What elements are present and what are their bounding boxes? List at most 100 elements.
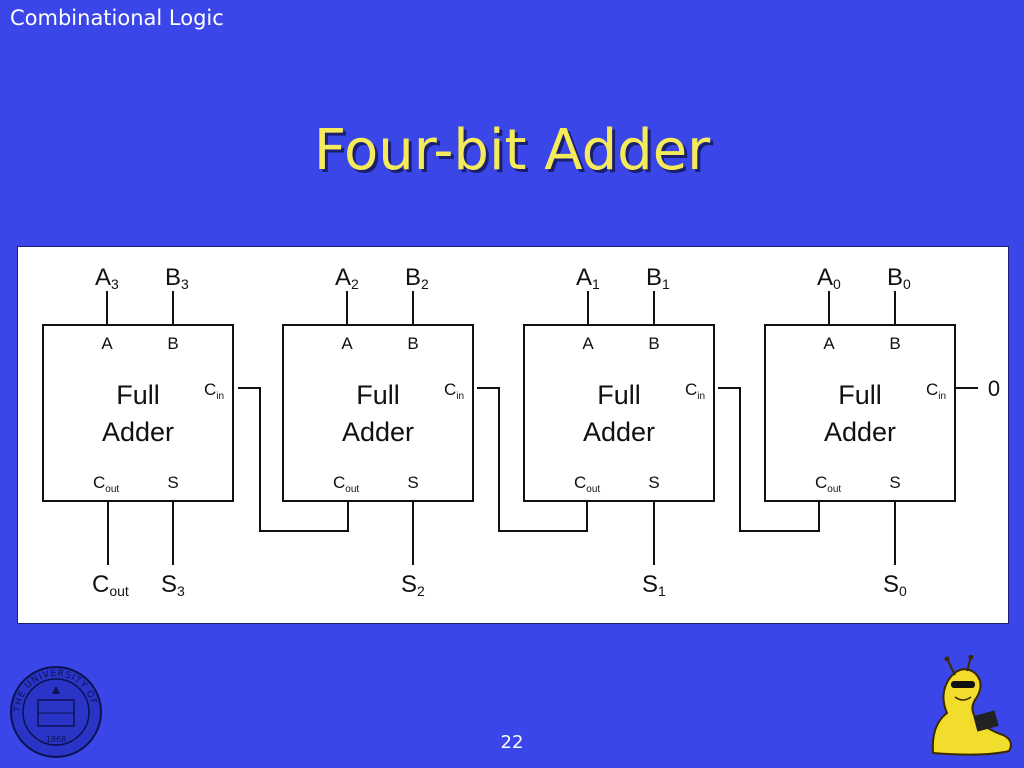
port-cin-label: Cin (685, 380, 705, 402)
port-a-label: A (582, 334, 594, 353)
input-a-label-1-subscript: 2 (351, 276, 359, 292)
input-b-label-0-subscript: 3 (181, 276, 189, 292)
port-cin-label: Cin (444, 380, 464, 402)
carry-in-zero: 0 (988, 376, 1000, 401)
port-cin-label-letter: C (926, 380, 938, 399)
carry-out-letter: C (92, 571, 109, 598)
port-b-label: B (648, 334, 659, 353)
input-b-label-2: B1 (646, 264, 670, 292)
input-a-label-3-letter: A (817, 264, 833, 291)
sum-output-label-3: S0 (883, 571, 907, 599)
input-b-label-2-letter: B (646, 264, 662, 291)
block-label-full: Full (116, 380, 160, 410)
input-a-label-3: A0 (817, 264, 841, 292)
port-s-label: S (648, 473, 659, 492)
input-a-label-1-letter: A (335, 264, 351, 291)
port-cout-label-subscript: out (586, 484, 600, 495)
sum-output-label-1-letter: S (401, 571, 417, 598)
sum-output-label-2-subscript: 1 (658, 583, 666, 599)
port-cout-label-subscript: out (827, 484, 841, 495)
full-adder-box (523, 324, 715, 502)
sum-output-label-1-subscript: 2 (417, 583, 425, 599)
port-cin-label-letter: C (444, 380, 456, 399)
carry-out-output-label: Cout (92, 571, 129, 599)
block-label-adder: Adder (824, 417, 896, 447)
block-label-full: Full (838, 380, 882, 410)
port-cin-label-subscript: in (697, 391, 705, 402)
input-b-label-1-letter: B (405, 264, 421, 291)
port-a-label: A (341, 334, 353, 353)
university-seal-logo: THE UNIVERSITY OF CALIFORNIA 1868 (8, 664, 102, 758)
sum-output-label-2-letter: S (642, 571, 658, 598)
input-a-label-3-subscript: 0 (833, 276, 841, 292)
port-cout-label: Cout (93, 473, 119, 495)
slide-title: Four-bit Adder (313, 118, 711, 183)
block-label-adder: Adder (583, 417, 655, 447)
port-cin-label-subscript: in (216, 391, 224, 402)
input-a-label-1: A2 (335, 264, 359, 292)
input-a-label-2-letter: A (576, 264, 592, 291)
block-label-adder: Adder (342, 417, 414, 447)
port-s-label: S (407, 473, 418, 492)
port-cout-label: Cout (815, 473, 841, 495)
port-cin-label-letter: C (204, 380, 216, 399)
port-cin-label: Cin (204, 380, 224, 402)
input-a-label-0-subscript: 3 (111, 276, 119, 292)
sum-output-label-3-letter: S (883, 571, 899, 598)
carry-wire-0-to-1 (718, 387, 820, 532)
port-cout-label-letter: C (333, 473, 345, 492)
port-cin-label: Cin (926, 380, 946, 402)
input-b-label-2-subscript: 1 (662, 276, 670, 292)
full-adder-box (282, 324, 474, 502)
input-b-label-1-subscript: 2 (421, 276, 429, 292)
port-s-label: S (889, 473, 900, 492)
input-a-label-2: A1 (576, 264, 600, 292)
port-a-label: A (823, 334, 835, 353)
port-cout-label-subscript: out (105, 484, 119, 495)
port-cin-label-subscript: in (456, 391, 464, 402)
sum-output-label-0-letter: S (161, 571, 177, 598)
carry-out-subscript: out (109, 583, 129, 599)
port-cout-label-letter: C (93, 473, 105, 492)
port-cin-label-subscript: in (938, 391, 946, 402)
block-label-full: Full (356, 380, 400, 410)
input-a-label-0-letter: A (95, 264, 111, 291)
input-a-label-0: A3 (95, 264, 119, 292)
input-b-label-3: B0 (887, 264, 911, 292)
port-cin-label-letter: C (685, 380, 697, 399)
sum-output-label-0-subscript: 3 (177, 583, 185, 599)
sum-output-label-2: S1 (642, 571, 666, 599)
sum-output-label-3-subscript: 0 (899, 583, 907, 599)
block-label-adder: Adder (102, 417, 174, 447)
sum-output-label-0: S3 (161, 571, 185, 599)
input-b-label-0: B3 (165, 264, 189, 292)
banana-slug-mascot (931, 655, 1012, 756)
input-b-label-3-subscript: 0 (903, 276, 911, 292)
port-cout-label: Cout (333, 473, 359, 495)
svg-text:1868: 1868 (46, 735, 66, 744)
block-label-full: Full (597, 380, 641, 410)
port-cout-label: Cout (574, 473, 600, 495)
input-b-label-0-letter: B (165, 264, 181, 291)
carry-wire-1-to-2 (477, 387, 588, 532)
port-cout-label-subscript: out (345, 484, 359, 495)
sum-output-label-1: S2 (401, 571, 425, 599)
port-s-label: S (167, 473, 178, 492)
port-b-label: B (407, 334, 418, 353)
port-cout-label-letter: C (574, 473, 586, 492)
wires (107, 387, 978, 565)
port-b-label: B (167, 334, 178, 353)
full-adder-box (42, 324, 234, 502)
port-b-label: B (889, 334, 900, 353)
input-b-label-1: B2 (405, 264, 429, 292)
full-adder-box (764, 324, 956, 502)
port-cout-label-letter: C (815, 473, 827, 492)
input-b-label-3-letter: B (887, 264, 903, 291)
carry-wire-2-to-3 (238, 387, 349, 532)
port-a-label: A (101, 334, 113, 353)
